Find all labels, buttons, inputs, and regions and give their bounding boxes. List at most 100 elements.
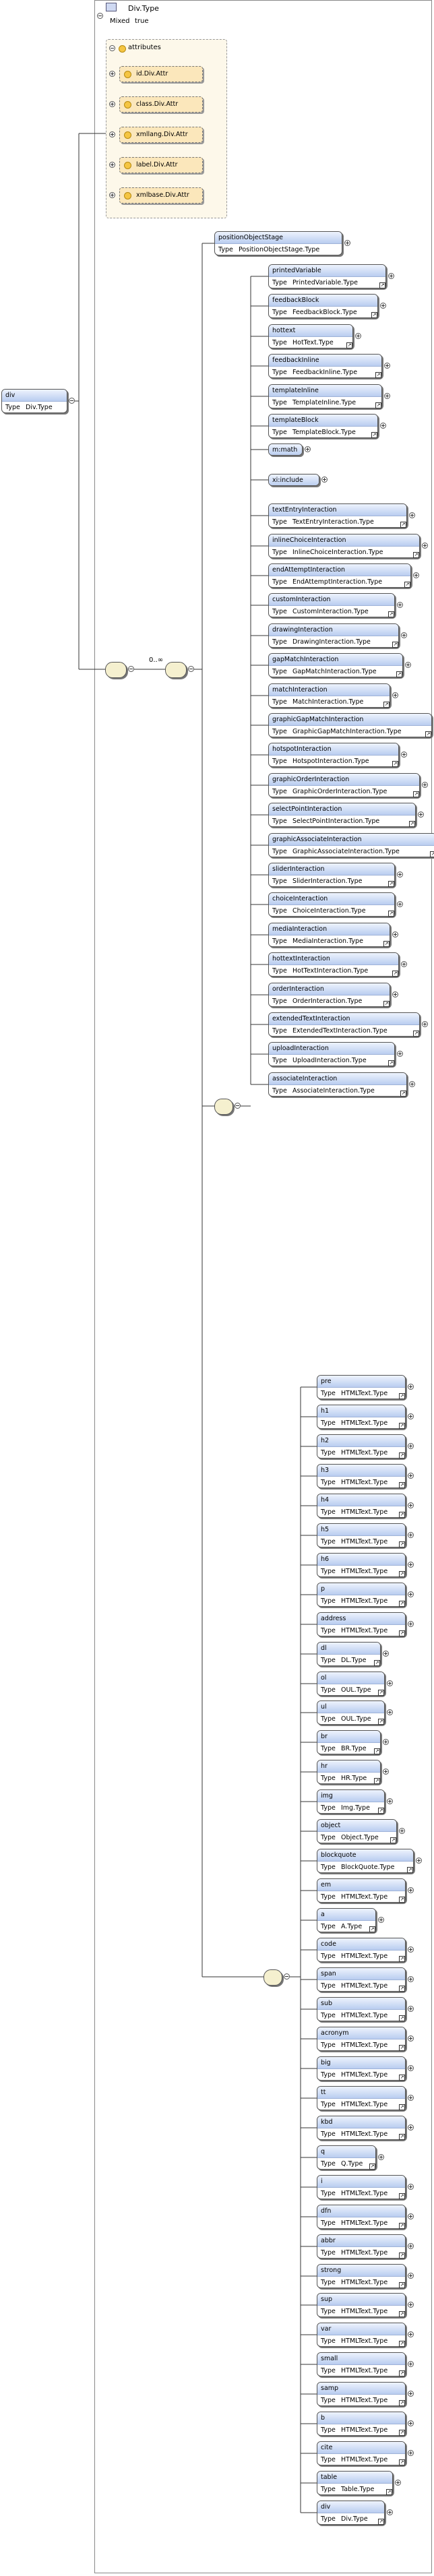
expand-icon[interactable] [408,1473,414,1479]
type-link-icon[interactable]: ↗ [399,2282,405,2288]
type-link-icon[interactable]: ↗ [383,941,390,947]
expand-icon[interactable] [355,333,361,339]
expand-icon[interactable] [408,2243,414,2249]
expand-icon[interactable] [408,2450,414,2456]
expand-icon[interactable] [384,393,390,399]
expand-icon[interactable] [422,543,428,549]
type-link-icon[interactable]: ↗ [388,611,394,617]
type-link-icon[interactable]: ↗ [399,2341,405,2347]
expand-icon[interactable] [408,1502,414,1508]
expand-icon[interactable] [401,632,407,638]
attribute-0[interactable]: id.Div.Attr [119,66,203,82]
expand-icon[interactable] [408,2273,414,2279]
type-link-icon[interactable]: ↗ [399,2370,405,2376]
type-link-icon[interactable]: ↗ [399,2223,405,2229]
expand-icon[interactable] [387,1709,393,1715]
element-xi-include[interactable]: xi:include [268,474,319,486]
type-link-icon[interactable]: ↗ [369,1926,375,1932]
expand-icon[interactable] [408,2391,414,2397]
attribute-3[interactable]: label.Div.Attr [119,157,203,173]
type-link-icon[interactable]: ↗ [404,582,410,588]
expand-icon[interactable] [422,1021,428,1027]
expand-icon[interactable] [408,1532,414,1538]
attribute-expand-icon[interactable] [109,131,115,137]
type-link-icon[interactable]: ↗ [392,642,398,648]
type-link-icon[interactable]: ↗ [400,1091,406,1097]
group-a-expand-icon[interactable] [235,1103,241,1109]
expand-icon[interactable] [397,602,403,608]
expand-icon[interactable] [384,363,390,369]
type-link-icon[interactable]: ↗ [399,2459,405,2465]
root-expand-icon[interactable] [69,398,75,404]
type-link-icon[interactable]: ↗ [374,1778,380,1784]
type-link-icon[interactable]: ↗ [399,1482,405,1488]
type-link-icon[interactable]: ↗ [399,2430,405,2436]
expand-icon[interactable] [397,901,403,907]
expand-icon[interactable] [392,931,398,938]
expand-icon[interactable] [408,2213,414,2219]
type-link-icon[interactable]: ↗ [371,312,377,318]
type-link-icon[interactable]: ↗ [399,1423,405,1429]
type-link-icon[interactable]: ↗ [386,2489,392,2495]
expand-icon[interactable] [408,2006,414,2012]
expand-icon[interactable] [397,871,403,878]
type-link-icon[interactable]: ↗ [399,2134,405,2140]
type-link-icon[interactable]: ↗ [399,2104,405,2110]
type-link-icon[interactable]: ↗ [388,911,394,917]
sequence-expand-icon[interactable] [128,666,134,672]
element-m-math[interactable]: m:math [268,443,303,456]
type-link-icon[interactable]: ↗ [392,761,398,767]
type-link-icon[interactable]: ↗ [399,1986,405,1992]
type-link-icon[interactable]: ↗ [392,971,398,977]
type-link-icon[interactable]: ↗ [388,1060,394,1066]
expand-icon[interactable] [408,1976,414,1982]
expand-icon[interactable] [408,2420,414,2426]
attribute-expand-icon[interactable] [109,192,115,198]
type-link-icon[interactable]: ↗ [374,1748,380,1754]
type-link-icon[interactable]: ↗ [399,2400,405,2406]
expand-icon[interactable] [408,2361,414,2367]
type-link-icon[interactable]: ↗ [399,1393,405,1399]
expand-icon[interactable] [378,2154,384,2160]
expand-icon[interactable] [408,1946,414,1953]
type-link-icon[interactable]: ↗ [399,2015,405,2021]
expand-icon[interactable] [397,1051,403,1057]
expand-icon[interactable] [387,1680,393,1686]
type-link-icon[interactable]: ↗ [375,372,381,378]
attribute-expand-icon[interactable] [109,71,115,77]
type-link-icon[interactable]: ↗ [383,1001,390,1007]
expand-icon[interactable] [408,1562,414,1568]
expand-icon[interactable] [408,1621,414,1627]
